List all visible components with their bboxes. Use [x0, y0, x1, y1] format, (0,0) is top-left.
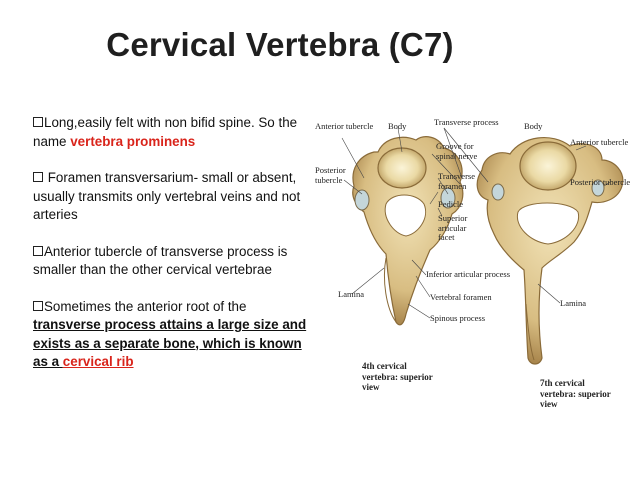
checkbox-bullet-icon — [33, 300, 43, 311]
label-lamina-right: Lamina — [560, 298, 586, 308]
bullet-3: Anterior tubercle of transverse process … — [33, 243, 313, 280]
label-vertebral-foramen: Vertebral foramen — [430, 292, 492, 302]
label-spinous-process: Spinous process — [430, 313, 486, 323]
checkbox-bullet-icon — [33, 245, 43, 256]
label-posterior-tubercle-right: Posterior tubercle — [570, 177, 631, 187]
label-transverse-foramen: Transverse foramen — [438, 171, 475, 191]
label-pedicle: Pedicle — [438, 199, 464, 209]
label-body-right: Body — [524, 121, 543, 131]
seventh-cervical-vertebra — [476, 137, 624, 365]
slide-title: Cervical Vertebra (C7) — [106, 26, 454, 63]
bullet-2-text: Foramen transversarium- small or absent,… — [33, 170, 301, 222]
label-lamina-left: Lamina — [338, 289, 364, 299]
label-posterior-tubercle-left: Posterior tubercle — [315, 165, 346, 185]
label-body-left: Body — [388, 121, 407, 131]
label-anterior-tubercle-left: Anterior tubercle — [315, 121, 374, 131]
leader-lines — [341, 127, 611, 319]
fourth-cervical-vertebra — [352, 136, 464, 326]
bullet-4-underlined: transverse process attains a large size … — [33, 317, 307, 369]
bullet-4: Sometimes the anterior root of the trans… — [33, 298, 313, 372]
vertebra-illustration — [341, 127, 624, 365]
checkbox-bullet-icon — [33, 117, 43, 127]
checkbox-bullet-icon — [33, 172, 43, 182]
bullet-4-highlight: cervical rib — [62, 354, 134, 369]
bullet-list: Long,easily felt with non bifid spine. S… — [33, 114, 313, 390]
label-groove-spinal-nerve: Groove for spinal nerve — [436, 141, 478, 161]
caption-4th-cervical: 4th cervical vertebra: superior view — [362, 361, 433, 392]
bullet-2: Foramen transversarium- small or absent,… — [33, 169, 313, 225]
bullet-4-text: Sometimes the anterior root of the — [44, 298, 247, 314]
vertebra-figure: Anterior tubercle Body Transverse proces… — [312, 108, 638, 409]
label-transverse-process: Transverse process — [434, 117, 499, 127]
label-superior-articular-facet: Superior articular facet — [438, 213, 468, 242]
bullet-1-text: Long,easily felt with non bifid spine. S… — [33, 115, 298, 149]
label-inferior-articular-process: Inferior articular process — [426, 269, 511, 279]
caption-7th-cervical: 7th cervical vertebra: superior view — [540, 378, 611, 409]
bullet-1: Long,easily felt with non bifid spine. S… — [33, 114, 313, 151]
label-anterior-tubercle-right: Anterior tubercle — [570, 137, 629, 147]
bullet-1-highlight: vertebra prominens — [70, 133, 196, 149]
bullet-3-text: Anterior tubercle of transverse process … — [33, 243, 288, 278]
